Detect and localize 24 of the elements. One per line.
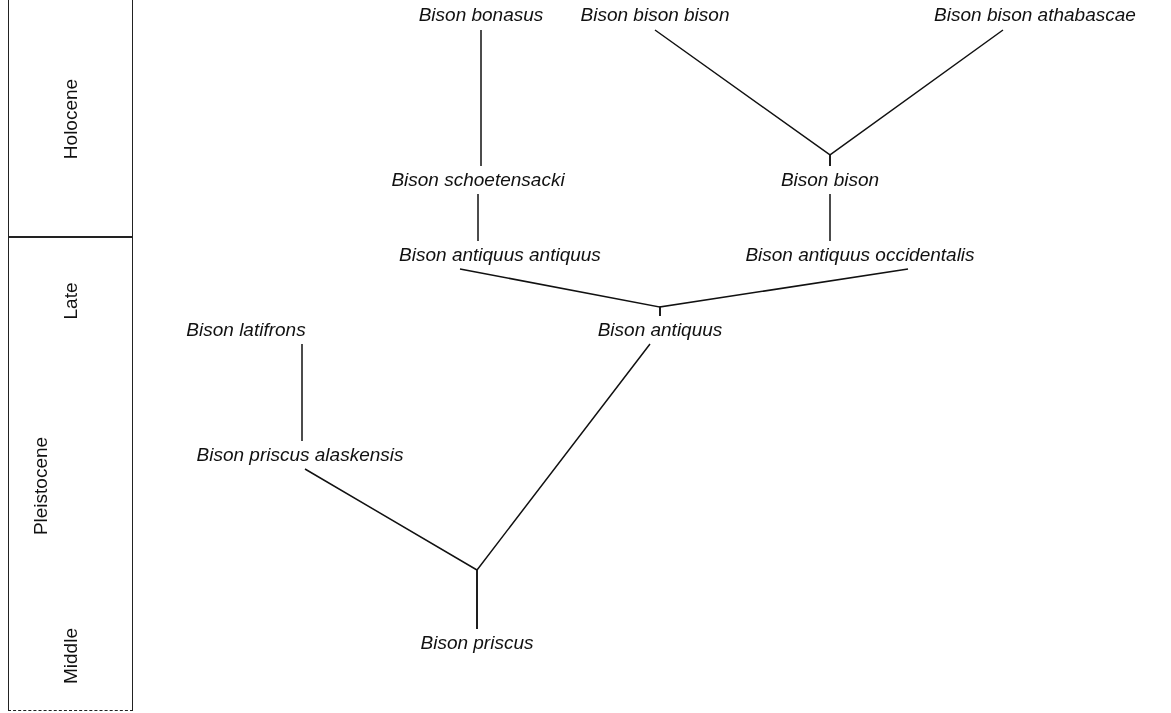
epoch-label: Holocene xyxy=(60,78,82,160)
stage-label: Late xyxy=(60,282,82,320)
taxon-label: Bison priscus xyxy=(420,631,534,655)
branch-line xyxy=(829,193,831,242)
taxon-label: Bison bison bison xyxy=(580,3,730,27)
branch-line xyxy=(301,343,303,442)
taxon-label: Bison bonasus xyxy=(418,3,544,27)
taxon-label: Bison priscus alaskensis xyxy=(196,443,404,467)
branch-line xyxy=(477,193,479,242)
epoch-cell xyxy=(8,237,133,711)
taxon-label: Bison antiquus occidentalis xyxy=(745,243,975,267)
branch-line xyxy=(476,343,651,630)
epoch-label: Pleistocene xyxy=(30,436,52,536)
taxon-label: Bison antiquus xyxy=(597,318,723,342)
taxon-label: Bison schoetensacki xyxy=(391,168,565,192)
taxon-label: Bison antiquus antiquus xyxy=(399,243,601,267)
taxon-label: Bison latifrons xyxy=(186,318,306,342)
stage-label: Middle xyxy=(60,628,82,684)
branch-line xyxy=(480,29,482,167)
branch-line xyxy=(829,29,1004,167)
taxon-label: Bison bison xyxy=(780,168,880,192)
epoch-cell xyxy=(8,0,133,237)
branch-line xyxy=(659,268,909,317)
taxon-label: Bison bison athabascae xyxy=(934,3,1136,27)
